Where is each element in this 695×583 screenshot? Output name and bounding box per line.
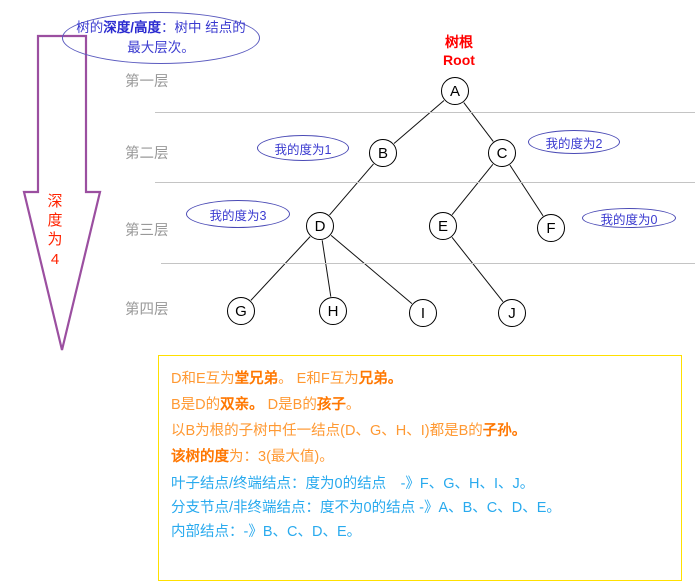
degree-callout-d: 我的度为3: [186, 200, 290, 228]
tree-node-b[interactable]: B: [369, 139, 397, 167]
degree-callout-text-c: 我的度为2: [545, 136, 603, 151]
tree-node-f[interactable]: F: [537, 214, 565, 242]
tree-edges: [250, 100, 544, 305]
definition-line1-bold: 深度/高度: [103, 20, 161, 36]
note-2-d: 。: [345, 397, 361, 413]
level-separator-1: [155, 112, 695, 113]
degree-callout-f: 我的度为0: [582, 208, 676, 228]
tree-node-e[interactable]: E: [429, 212, 457, 240]
level-separator-2: [155, 182, 695, 183]
tree-node-g[interactable]: G: [227, 297, 255, 325]
note-1-b1: 堂兄弟: [234, 371, 279, 387]
definition-line1-prefix: 树的: [76, 20, 104, 36]
note-line-2: B是D的双亲。 D是B的孩子。: [171, 392, 681, 418]
depth-arrow-char-3: 4: [50, 250, 60, 268]
definition-text: 树的深度/高度：树中 结点的最大层次。: [75, 18, 247, 57]
note-line-7: 内部结点：-》B、C、D、E。: [171, 524, 362, 540]
level-label-3: 第三层: [125, 223, 169, 239]
level-label-4: 第四层: [125, 302, 169, 318]
tree-node-i[interactable]: I: [409, 299, 437, 327]
definition-line1-suffix: ：树中: [161, 20, 202, 36]
note-1-b2: 兄弟。: [358, 371, 403, 387]
level-separator-3: [161, 263, 695, 264]
definition-line2: 结点的最大层次。: [127, 20, 246, 55]
note-2-b1: 双亲。: [220, 397, 264, 413]
tree-node-j[interactable]: J: [498, 299, 526, 327]
note-line-4: 该树的度为：3(最大值)。: [171, 444, 681, 470]
tree-edge-c-e: [451, 163, 494, 216]
tree-edge-b-d: [329, 163, 374, 216]
note-line-5: 叶子结点/终端结点：度为0的结点 -》F、G、H、I、J。: [171, 476, 535, 492]
note-1-a: D和E互为: [171, 371, 235, 387]
tree-node-d[interactable]: D: [306, 212, 334, 240]
note-3-a: 以B为根的子树中任一结点(D、G、H、I)都是B的: [171, 423, 483, 439]
degree-callout-text-d: 我的度为3: [209, 208, 267, 223]
degree-callout-c: 我的度为2: [528, 130, 620, 154]
degree-callout-b: 我的度为1: [257, 135, 349, 161]
note-3-b1: 子孙。: [482, 423, 527, 439]
tree-edge-e-j: [451, 237, 504, 302]
depth-arrow-char-2: 为: [47, 231, 63, 249]
tree-depth-definition-callout: 树的深度/高度：树中 结点的最大层次。: [62, 12, 260, 64]
root-caption: 树根 Root: [424, 33, 494, 70]
tree-edge-d-g: [250, 236, 311, 301]
note-2-b2: 孩子: [316, 397, 346, 413]
terminology-notes-box: D和E互为堂兄弟。 E和F互为兄弟。 B是D的双亲。 D是B的孩子。 以B为根的…: [158, 355, 682, 581]
note-line-3: 以B为根的子树中任一结点(D、G、H、I)都是B的子孙。: [171, 418, 681, 444]
degree-callout-text-f: 我的度为0: [600, 212, 658, 227]
note-line-1: D和E互为堂兄弟。 E和F互为兄弟。: [171, 366, 681, 392]
tree-node-a[interactable]: A: [441, 77, 469, 105]
root-caption-en: Root: [443, 52, 475, 69]
root-caption-cn: 树根: [445, 34, 473, 50]
tree-edge-a-c: [463, 102, 494, 142]
tree-node-h[interactable]: H: [319, 297, 347, 325]
depth-arrow-shape: [22, 34, 102, 351]
tree-edge-c-f: [509, 164, 544, 217]
note-line-6: 分支节点/非终端结点：度不为0的结点 -》A、B、C、D、E。: [171, 500, 561, 516]
depth-arrow-char-1: 度: [47, 212, 63, 230]
level-label-1: 第一层: [125, 74, 169, 90]
note-1-c: 。 E和F互为: [278, 371, 359, 387]
degree-callout-text-b: 我的度为1: [274, 142, 332, 157]
note-4-title: 该树的度: [171, 449, 229, 465]
tree-edge-a-b: [393, 100, 445, 144]
note-2-c: D是B的: [263, 397, 317, 413]
note-4-rest: 为：3(最大值)。: [229, 449, 334, 465]
depth-arrow-char-0: 深: [47, 193, 63, 210]
tree-edge-d-i: [330, 234, 413, 305]
tree-edge-d-h: [321, 240, 332, 297]
note-2-a: B是D的: [171, 397, 221, 413]
tree-node-c[interactable]: C: [488, 139, 516, 167]
level-label-2: 第二层: [125, 146, 169, 162]
